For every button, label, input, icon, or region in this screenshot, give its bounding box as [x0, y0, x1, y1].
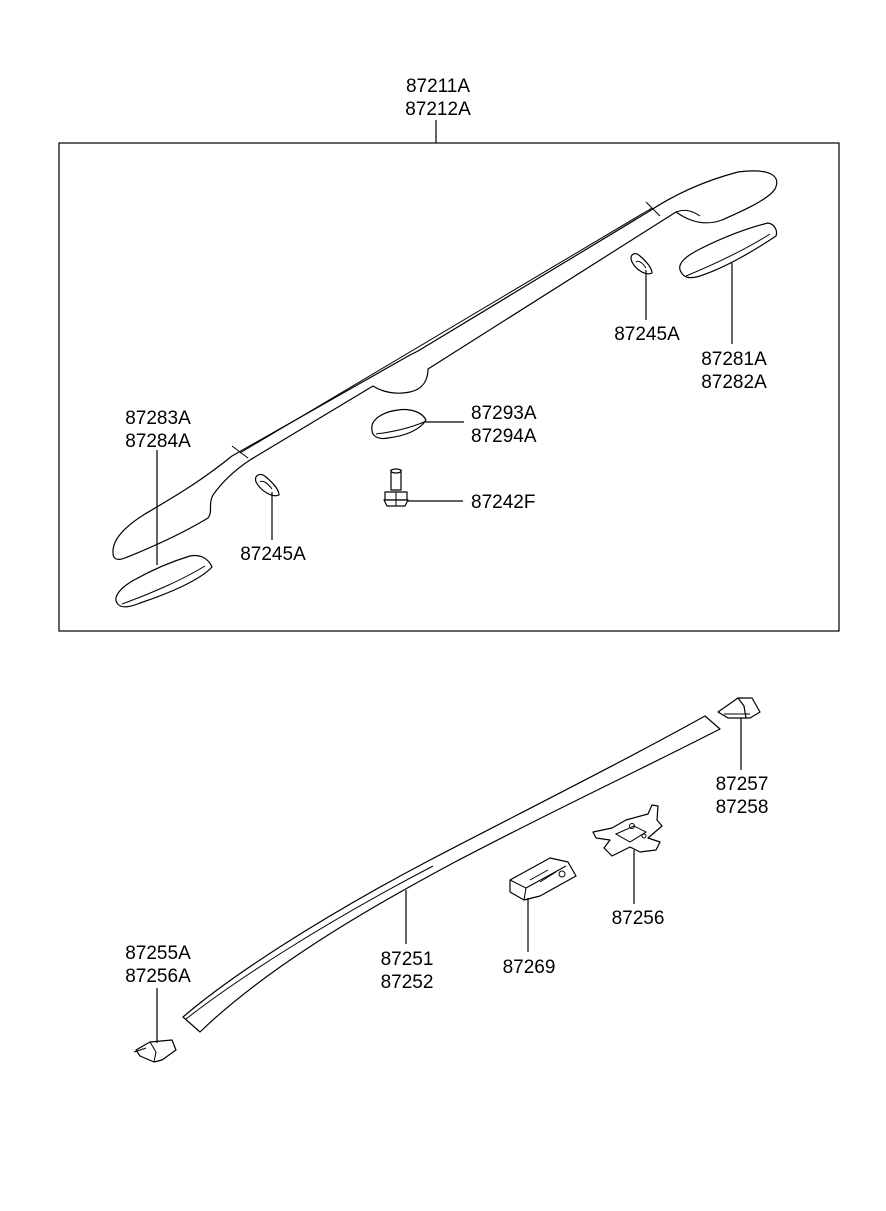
label-87282A: 87282A: [701, 372, 767, 393]
front-seal: [255, 473, 280, 497]
rear-seal: [630, 253, 653, 275]
label-87294A: 87294A: [471, 426, 537, 447]
label-87211A: 87211A: [406, 76, 470, 97]
mounting-pad: [371, 408, 427, 440]
label-87245A-front: 87245A: [240, 544, 306, 565]
small-clip: [509, 857, 577, 901]
rear-end-cap: [717, 697, 761, 719]
label-87255A: 87255A: [125, 943, 191, 964]
label-87257: 87257: [716, 774, 769, 795]
label-87258: 87258: [716, 797, 769, 818]
large-clip: [592, 804, 663, 857]
label-87256A: 87256A: [125, 966, 191, 987]
label-87284A: 87284A: [125, 431, 191, 452]
label-87242F: 87242F: [471, 492, 535, 513]
bolt: [383, 468, 409, 507]
label-87256: 87256: [612, 908, 665, 929]
roof-rack-bar: [112, 170, 778, 560]
front-end-cover: [115, 554, 213, 608]
label-87251: 87251: [381, 949, 434, 970]
label-87269: 87269: [503, 957, 556, 978]
label-87281A: 87281A: [701, 349, 767, 370]
label-87283A: 87283A: [125, 408, 191, 429]
label-87212A: 87212A: [405, 99, 471, 120]
label-87245A-rear: 87245A: [614, 324, 680, 345]
moulding-rail: [182, 715, 721, 1033]
label-87293A: 87293A: [471, 403, 537, 424]
rear-end-cover: [679, 222, 778, 279]
assembly-frame: [58, 142, 840, 632]
label-87252: 87252: [381, 972, 434, 993]
front-end-cap: [133, 1039, 177, 1063]
